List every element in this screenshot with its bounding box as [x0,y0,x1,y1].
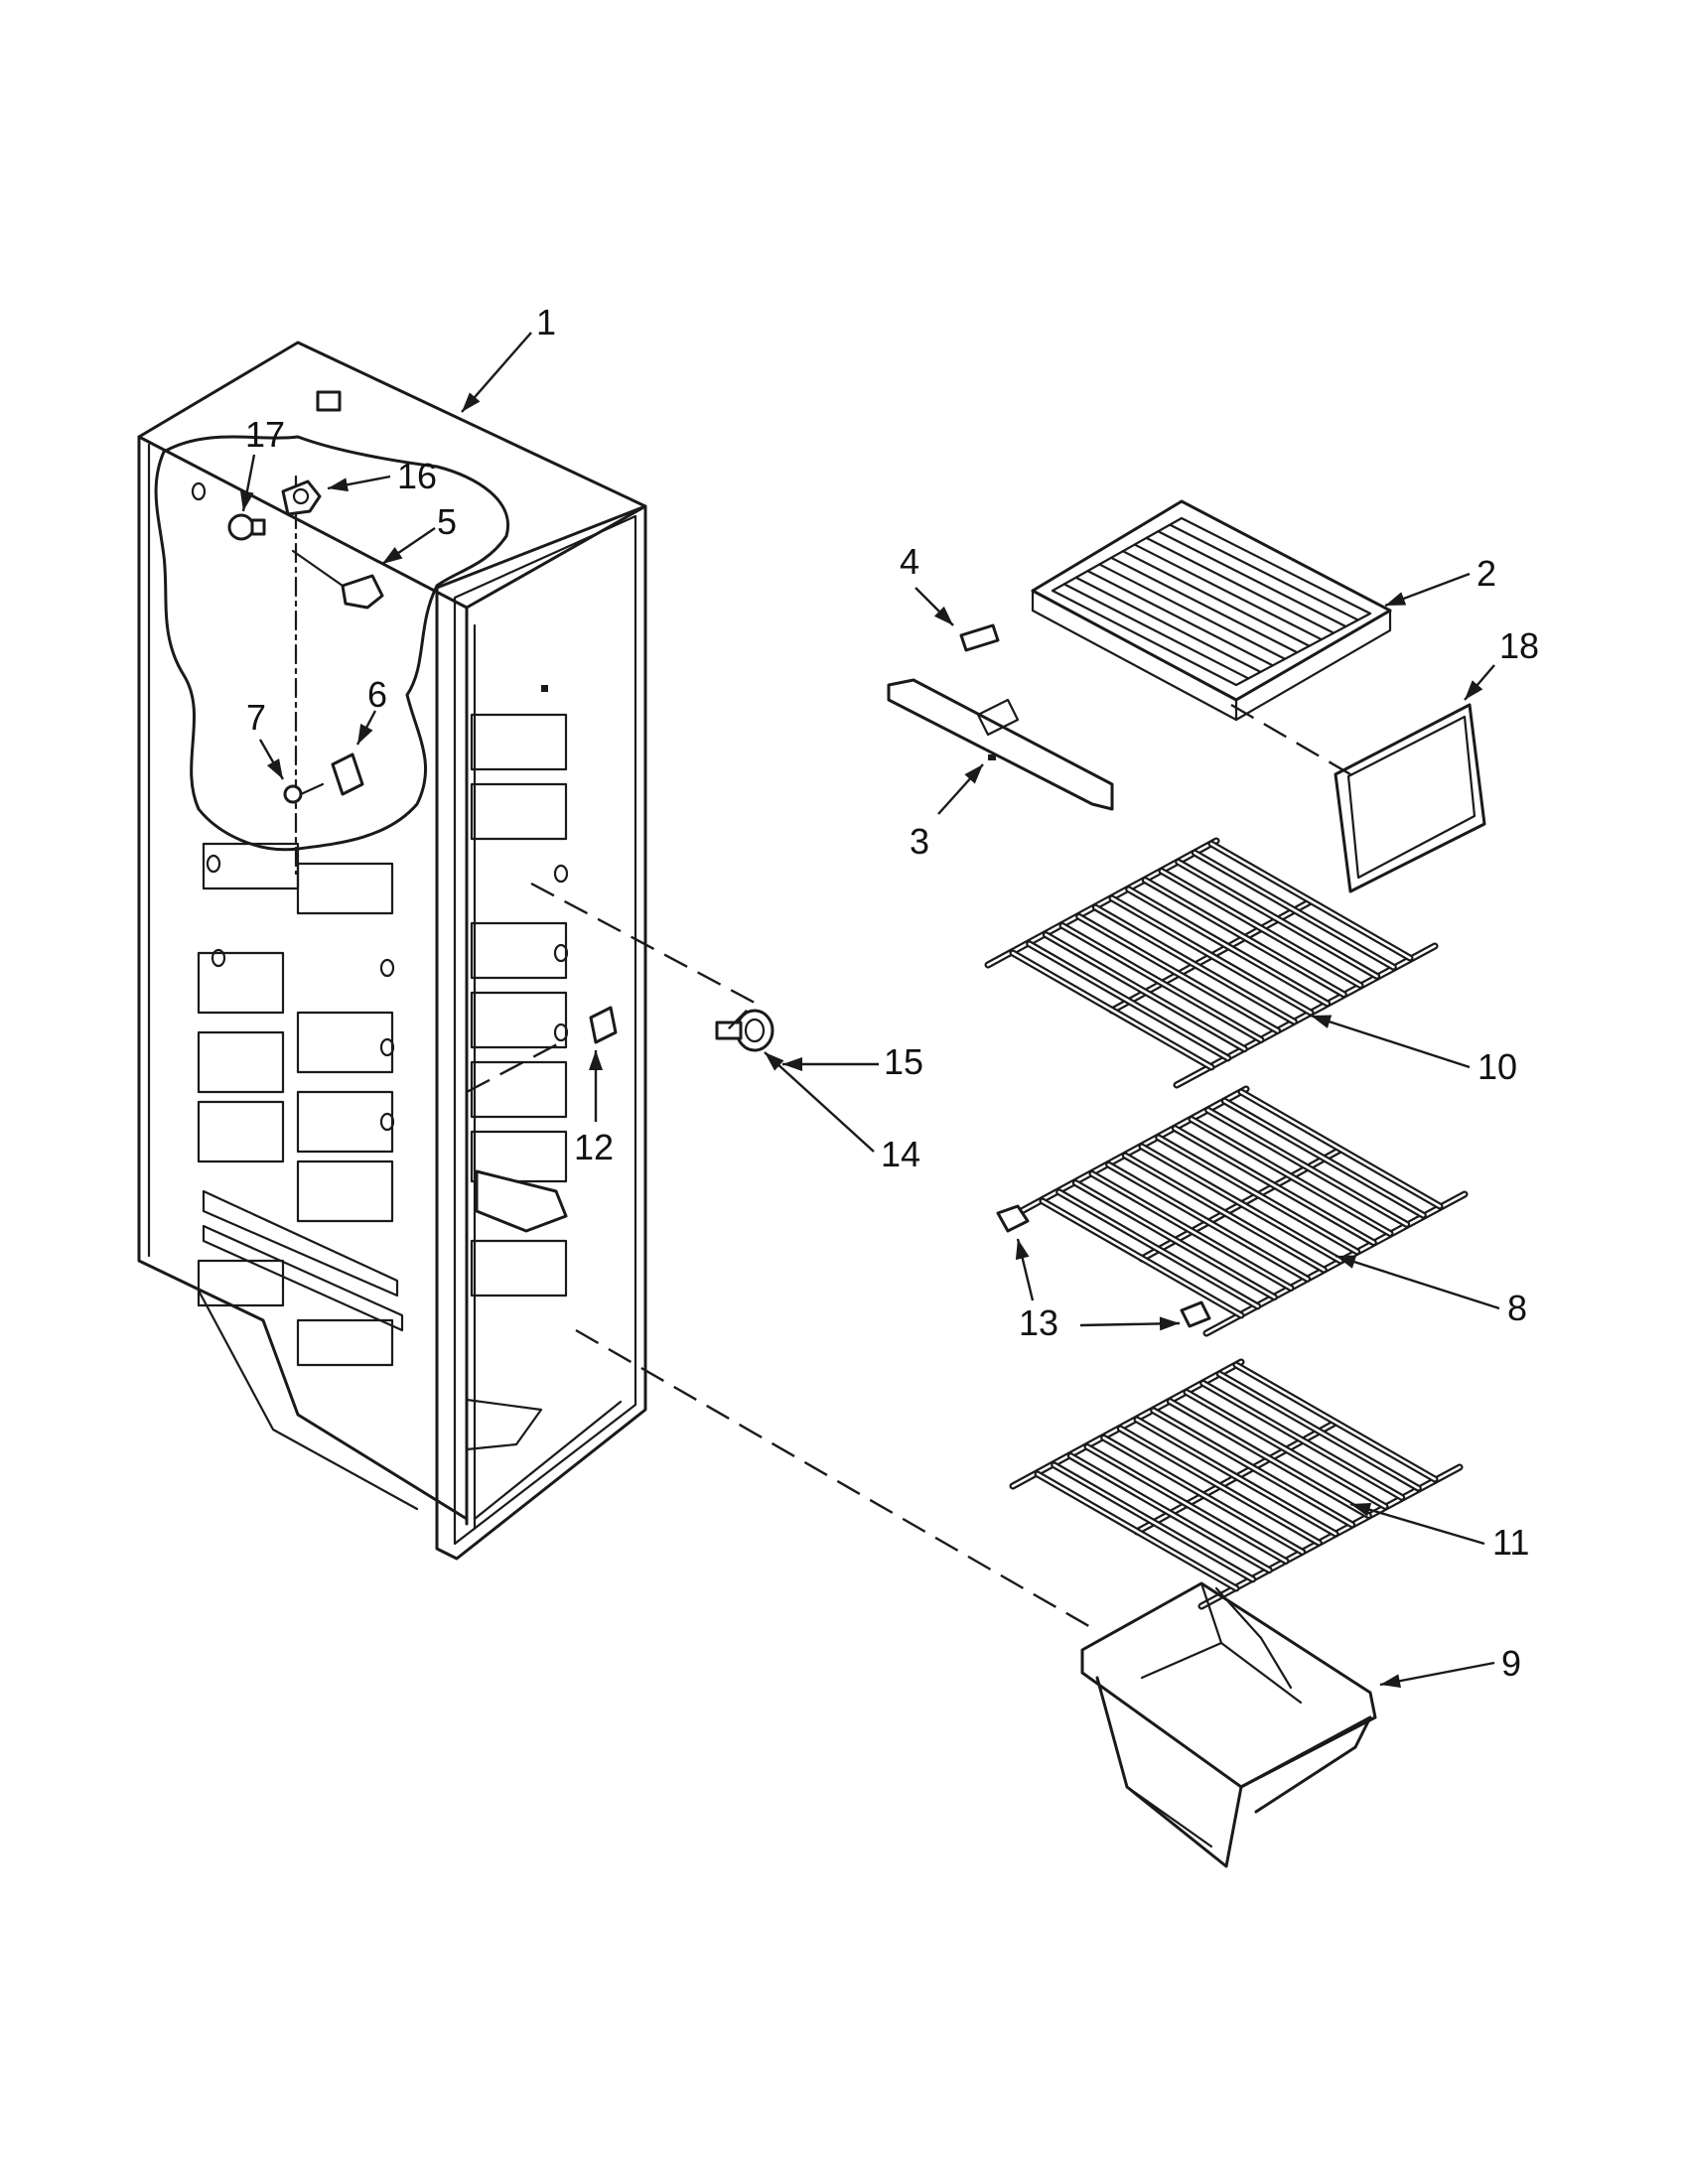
bracket-6 [331,752,364,796]
shelf-support-13a [996,1204,1030,1233]
wire-shelf-8 [1014,1085,1469,1337]
screw-7 [283,782,325,804]
bracket-5 [291,549,384,610]
callout-8: 8 [1507,1288,1527,1328]
shelf-frame-2 [1031,499,1392,722]
screw-4 [959,623,1000,652]
leader-17 [239,454,256,512]
leader-2 [1384,572,1471,608]
leader-11 [1349,1502,1485,1546]
callout-14: 14 [881,1134,920,1174]
leader-9 [1379,1661,1495,1689]
frame-rib [1169,523,1359,621]
callout-4: 4 [900,541,919,582]
callout-1: 1 [536,302,556,342]
leader-7 [258,739,285,780]
callout-16: 16 [397,456,437,496]
callout-3: 3 [910,821,929,862]
frame-rib [1145,536,1336,634]
leader-15 [782,1057,879,1071]
leader-13a [1015,1238,1035,1301]
callout-12: 12 [574,1127,614,1167]
frame-rib [1157,530,1347,628]
callout-18: 18 [1499,625,1539,666]
leader-10 [1310,1014,1471,1069]
callout-10: 10 [1477,1046,1517,1087]
light-socket [281,479,322,516]
leader-18 [1464,664,1495,701]
leader-8 [1335,1254,1500,1310]
leader-1 [461,332,532,413]
liner-right-recesses [465,713,568,1451]
leader-5 [381,527,436,565]
callout-6: 6 [367,674,387,715]
callout-11: 11 [1492,1522,1529,1563]
callout-9: 9 [1501,1643,1521,1684]
freezer-liner [137,341,647,1561]
callout-15: 15 [884,1041,923,1082]
leader-14 [764,1051,875,1153]
callout-13: 13 [1019,1302,1058,1343]
leader-4 [914,587,954,626]
frame-rib [1121,550,1311,647]
frame-rib [1109,556,1299,654]
shelf-bracket-3 [887,678,1114,811]
frame-rib [1074,576,1262,674]
wire-shelf-10 [984,837,1439,1089]
frame-rib [1062,583,1250,680]
frame-rib [1133,543,1324,641]
leader-12 [589,1050,603,1122]
leader-6 [355,710,377,746]
light-bulb [227,513,266,541]
frame-rib [1086,569,1274,667]
leader-13b [1079,1316,1181,1331]
freezer-bin-9 [1080,1581,1377,1868]
control-knob [715,1009,774,1052]
shelf-support-13b [1180,1300,1211,1328]
control-mount-12 [589,1006,618,1044]
callout-17: 17 [245,414,285,455]
callout-7: 7 [246,697,266,738]
frame-rib [1098,563,1287,660]
leader-3 [937,763,984,815]
callout-5: 5 [437,501,457,542]
leaders [239,332,1500,1689]
callout-2: 2 [1477,553,1496,594]
leader-16 [327,475,391,492]
liner-recesses [197,842,404,1367]
shelf-trim-18 [1334,703,1486,893]
callout-labels: 1 2 3 4 5 6 7 8 9 10 11 12 13 14 15 16 1… [245,302,1539,1684]
liner-holes [191,390,569,1132]
alignment-lines [466,703,1351,1630]
wire-shelf-11 [1009,1358,1464,1610]
